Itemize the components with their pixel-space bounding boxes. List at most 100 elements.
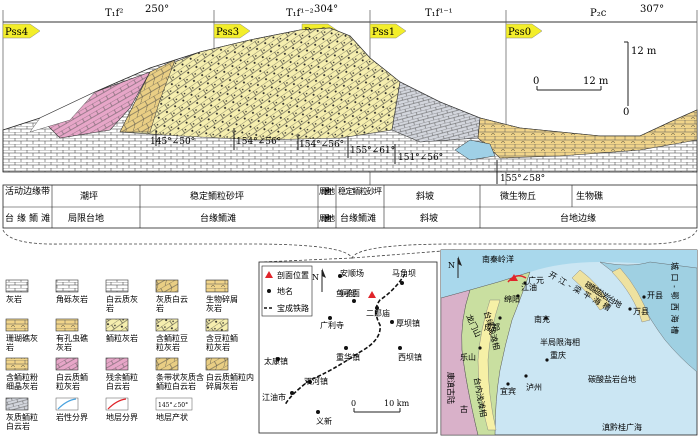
lithology-swatch (5, 397, 29, 411)
svg-text:剖面位置: 剖面位置 (277, 270, 309, 280)
lithology-swatch (55, 357, 79, 371)
lithology-label: 岩 (156, 303, 164, 313)
boundary-line (107, 398, 127, 410)
place-label: 重华镇 (336, 352, 360, 362)
regional-map: N 南秦岭洋 广元 开江-梁平海槽 城口-鄂西海槽 绵阳 南充 半局限海相 碳酸… (440, 249, 698, 436)
microfacies-cell: 稳定鲕粒砂坪 (338, 186, 382, 196)
lithology-swatch (205, 279, 229, 293)
section-position-icon (265, 271, 273, 278)
lithology-label: 白云质鲕 (56, 372, 88, 382)
regional-north-arrow: N (448, 256, 462, 278)
facies-table: 活动边缘带 潮坪 稳定鲕粒砂坪 局限台地 稳定鲕粒砂坪 斜坡 微生物丘 生物礁 … (2, 184, 698, 229)
section-label: Pss4 (5, 27, 28, 38)
lithology-label: 岩 (106, 303, 114, 313)
microfacies-cell: 局限台地 (319, 186, 335, 196)
lithology-label: 白云岩 (6, 421, 30, 431)
svg-text:12 m: 12 m (583, 76, 609, 87)
bearing-label: 250° (145, 4, 169, 15)
attitude-label: 151°∠56° (398, 153, 443, 163)
region-label: 开县 (647, 291, 663, 300)
formation-label: T₁f¹⁻² (286, 8, 314, 19)
lithology-swatch (5, 279, 29, 293)
lithology-label: 白云质鲕粒内 (206, 372, 254, 382)
railway-line (284, 273, 406, 406)
lithology-label: 白云质灰 (106, 294, 138, 304)
subfacies-cell: 台缘鲕滩 (200, 212, 236, 224)
region-label: 碳酸盐岩台地 (588, 374, 636, 384)
lithology-label: 条带状灰质含 (156, 372, 204, 382)
lithology-label: 细晶灰岩 (6, 381, 38, 391)
svg-text:宝成铁路: 宝成铁路 (277, 303, 309, 313)
lithology-swatch (205, 357, 229, 371)
region-label: 南秦岭洋 (482, 254, 514, 264)
bearing-label: 304° (314, 4, 338, 15)
place-label: 江油市 (262, 392, 286, 402)
place-label: 二郎庙 (366, 308, 390, 318)
lithology-label: 鲕粒白云岩 (156, 381, 196, 391)
section-label: Pss1 (372, 27, 395, 38)
subfacies-cell: 台缘鲕滩 (340, 212, 376, 224)
attitude-icon (155, 397, 193, 411)
attitude-label: 155°∠58° (500, 174, 545, 184)
region-label: 宜宾 (500, 386, 516, 396)
lithology-label: 粒灰岩 (156, 342, 180, 352)
strata-profile (2, 27, 698, 173)
svg-text:N: N (448, 261, 455, 270)
subfacies-cell: 斜坡 (420, 212, 438, 224)
profile-scale: 12 m 0 12 m 0 (533, 41, 657, 118)
attitude-sample: 145°∠50° (158, 402, 188, 409)
location-map: 剖面位置 地名 宝成铁路 N 安顺场 马角坝 鱼洞子剖面 二郎庙 广利寺 厚坝镇… (258, 261, 438, 434)
formation-label: T₁f² (105, 8, 123, 19)
svg-text:12 m: 12 m (631, 46, 657, 57)
lithology-label: 岩 (6, 342, 14, 352)
map-scale: 0 10 km (351, 399, 410, 413)
lithology-swatch (105, 279, 129, 293)
attitude-label: 155°∠61° (350, 146, 395, 156)
lithology-label: 地层分界 (106, 412, 138, 422)
place-label: 广利寺 (320, 320, 344, 330)
region-label: 南充 (534, 314, 550, 324)
lithology-label: 碎屑灰岩 (206, 381, 238, 391)
place-label: 马角坝 (392, 268, 416, 278)
place-label: 太康镇 (264, 356, 288, 366)
microfacies-cell: 生物礁 (576, 190, 603, 202)
lithology-boundary-icon (55, 397, 79, 411)
lithology-label: 含鲕粒粉 (6, 372, 38, 382)
boundary-line (57, 398, 77, 410)
region-label: 城口-鄂西海槽 (670, 262, 680, 334)
region-label: 泸州 (526, 382, 542, 392)
region-label: 滇黔桂广海 (602, 422, 642, 432)
lithology-label: 珊瑚礁灰 (6, 333, 38, 343)
lithology-label: 含鲕粒豆 (156, 333, 188, 343)
profile-section: T₁f² 250° T₁f¹⁻² 304° T₁f¹⁻¹ P₂c 307° Ps… (2, 4, 698, 185)
subfacies-cell: 局限台地 (68, 212, 104, 224)
region-label: 万县 (633, 307, 649, 316)
microfacies-cell: 微生物丘 (500, 190, 536, 202)
lithology-label: 白云岩 (106, 381, 130, 391)
microfacies-cell: 斜坡 (416, 190, 434, 202)
lithology-label: 粒灰岩 (206, 342, 230, 352)
region-label: 古 (460, 404, 468, 414)
bearing-label: 307° (640, 4, 664, 15)
region-label: 江油 (521, 282, 537, 292)
region-label: 重庆 (550, 350, 566, 360)
place-label: 西坝镇 (398, 352, 422, 362)
region-label: 绵阳 (504, 294, 520, 304)
lithology-legend: 灰岩角砾灰岩白云质灰岩灰质白云岩生物碎屑灰岩珊瑚礁灰岩有孔虫礁灰岩鲕粒灰岩含鲕粒… (5, 279, 254, 431)
lithology-label: 灰岩 (206, 303, 222, 313)
section-label: Pss3 (216, 27, 239, 38)
section-label: Pss0 (508, 27, 531, 38)
lithology-swatch (105, 357, 129, 371)
region-label: 半局限海相 (540, 337, 580, 347)
microfacies-cell: 活动边缘带 (5, 185, 50, 197)
lithology-label: 有孔虫礁 (56, 333, 88, 343)
svg-text:0: 0 (623, 107, 629, 118)
svg-text:0: 0 (533, 76, 539, 87)
svg-text:N: N (312, 273, 319, 282)
lithology-label: 粒灰岩 (56, 381, 80, 391)
north-arrow: N (312, 268, 326, 292)
place-dot-icon (267, 289, 271, 293)
lithology-label: 含豆粒鲕 (206, 333, 238, 343)
lithology-label: 角砾灰岩 (56, 294, 88, 304)
place-label: 义新 (316, 416, 332, 426)
